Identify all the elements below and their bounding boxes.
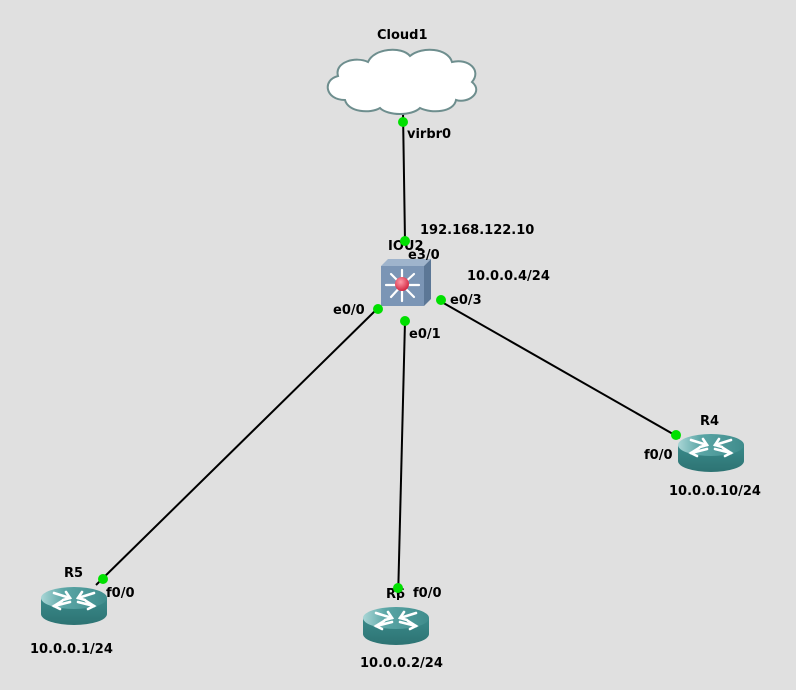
port-status-r6-f0-0 (393, 583, 403, 593)
node-label-r4: R4 (700, 414, 719, 429)
port-status-r5-f0-0 (98, 574, 108, 584)
address-r5: 10.0.0.1/24 (30, 642, 113, 657)
port-label-r4-f0-0: f0/0 (644, 448, 673, 463)
port-status-iou2-e0-1 (400, 316, 410, 326)
link-iou2-r6[interactable] (397, 320, 406, 601)
link-cloud1-iou2[interactable] (402, 111, 406, 242)
node-r5[interactable]: R5 10.0.0.1/24 (30, 566, 113, 657)
link-iou2-r4[interactable] (439, 300, 681, 439)
link-iou2-r5[interactable] (95, 307, 379, 586)
port-label-e0-1: e0/1 (409, 327, 441, 342)
cloud-icon (326, 48, 478, 115)
annotation-ip-lan: 10.0.0.4/24 (467, 269, 550, 284)
port-label-r5-f0-0: f0/0 (106, 586, 135, 601)
port-status-iou2-e0-3 (436, 295, 446, 305)
port-status-virbr0 (398, 117, 408, 127)
node-label-r5: R5 (64, 566, 83, 581)
node-label-cloud1: Cloud1 (377, 28, 428, 43)
port-status-r4-f0-0 (671, 430, 681, 440)
address-r4: 10.0.0.10/24 (669, 484, 761, 499)
port-status-dots (98, 117, 681, 593)
node-label-iou2: IOU2 (388, 239, 424, 254)
multilayer-switch-icon (381, 259, 431, 306)
port-labels: virbr0 e3/0 e0/0 f0/0 e0/1 f0/0 e0/3 f0/… (106, 127, 673, 601)
links (95, 111, 681, 601)
address-r6: 10.0.0.2/24 (360, 656, 443, 671)
port-label-r6-f0-0: f0/0 (413, 586, 442, 601)
router-icon (39, 585, 109, 627)
router-icon (361, 605, 431, 647)
port-label-e3-0: e3/0 (408, 248, 440, 263)
annotation-ip-mgmt: 192.168.122.10 (420, 223, 534, 238)
port-label-e0-3: e0/3 (450, 293, 482, 308)
port-label-e0-0: e0/0 (333, 303, 365, 318)
port-status-iou2-e0-0 (373, 304, 383, 314)
node-r4[interactable]: R4 10.0.0.10/24 (669, 414, 761, 499)
node-iou2[interactable]: IOU2 192.168.122.10 10.0.0.4/24 (381, 223, 550, 306)
port-label-virbr0: virbr0 (407, 127, 451, 142)
port-status-iou2-e3-0 (400, 236, 410, 246)
node-cloud1[interactable]: Cloud1 (326, 28, 478, 115)
router-icon (676, 432, 746, 474)
